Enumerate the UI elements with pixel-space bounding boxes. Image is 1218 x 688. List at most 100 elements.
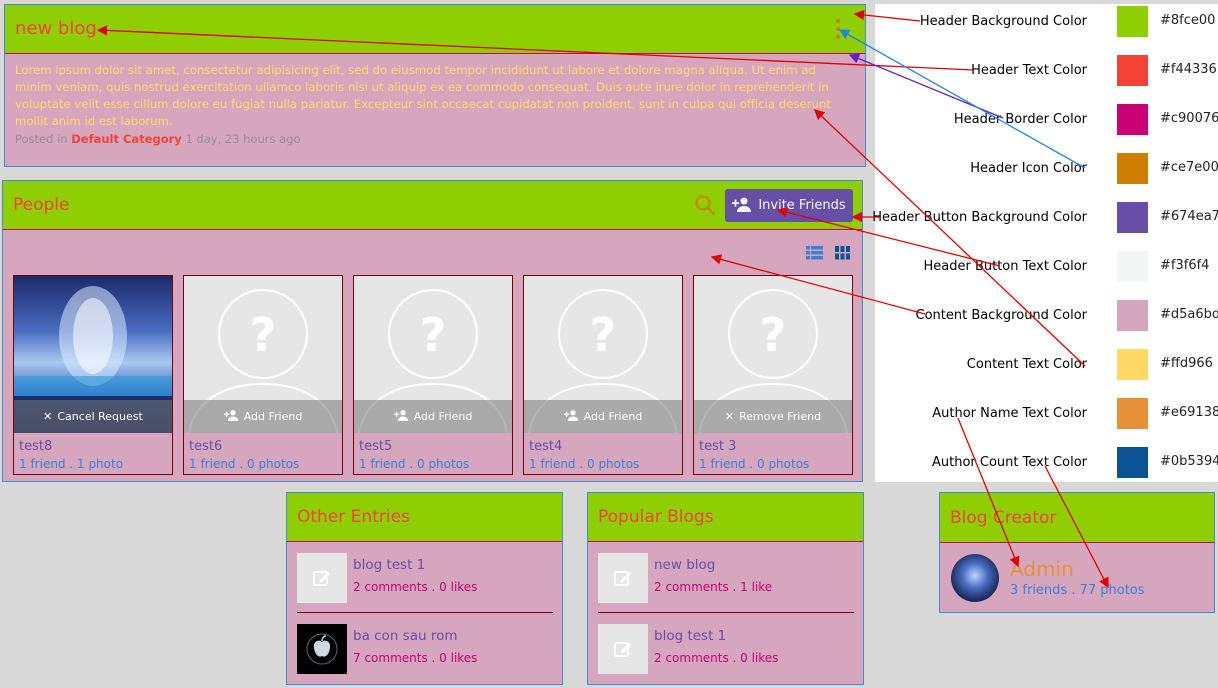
- entry-title[interactable]: ba con sau rom: [353, 628, 458, 644]
- entry-divider: [598, 612, 854, 613]
- search-icon[interactable]: [694, 194, 716, 220]
- edit-icon: [614, 571, 631, 586]
- entry-thumbnail[interactable]: [598, 624, 648, 674]
- blog-title[interactable]: new blog: [15, 18, 97, 39]
- person-name[interactable]: test6: [189, 439, 223, 454]
- entry-meta: 2 comments . 1 like: [654, 580, 773, 594]
- color-swatch: [1117, 6, 1148, 37]
- legend-label: Header Button Text Color: [923, 259, 1087, 274]
- grid-view-icon[interactable]: [835, 245, 850, 264]
- legend-hex: #674ea7: [1160, 209, 1218, 224]
- close-icon: ✕: [724, 410, 735, 423]
- card-action-label: Add Friend: [583, 410, 643, 423]
- people-panel: People Invite Friends: [2, 180, 863, 482]
- person-name[interactable]: test4: [529, 439, 563, 454]
- color-swatch: [1117, 153, 1148, 184]
- popular-blogs-title: Popular Blogs: [598, 507, 714, 527]
- entry-title[interactable]: new blog: [654, 557, 716, 573]
- avatar[interactable]: [951, 554, 999, 602]
- legend-label: Header Border Color: [953, 112, 1087, 127]
- posted-time: 1 day, 23 hours ago: [185, 132, 301, 146]
- legend-label: Content Background Color: [915, 308, 1087, 323]
- person-card[interactable]: ? Add Friend test6 1 friend . 0 photos: [183, 275, 343, 475]
- entry-item[interactable]: blog test 1 2 comments . 0 likes: [297, 553, 553, 605]
- more-options-icon[interactable]: [835, 19, 841, 39]
- entry-thumbnail[interactable]: [297, 553, 347, 603]
- person-count: 1 friend . 0 photos: [189, 457, 300, 471]
- invite-friends-button[interactable]: Invite Friends: [725, 189, 853, 222]
- add-friend-button[interactable]: Add Friend: [524, 400, 682, 433]
- color-swatch: [1117, 202, 1148, 233]
- remove-friend-button[interactable]: ✕ Remove Friend: [694, 400, 852, 433]
- color-swatch: [1117, 398, 1148, 429]
- author-name[interactable]: Admin: [1010, 557, 1074, 581]
- color-swatch: [1117, 300, 1148, 331]
- entry-thumbnail[interactable]: [598, 553, 648, 603]
- legend-row: Content Text Color #ffd966: [875, 347, 1218, 396]
- person-placeholder[interactable]: ? Add Friend: [524, 276, 682, 433]
- person-count: 1 friend . 0 photos: [529, 457, 640, 471]
- legend-row: Header Border Color #c90076: [875, 102, 1218, 151]
- list-view-icon[interactable]: [806, 245, 823, 264]
- person-card[interactable]: ? ✕ Remove Friend test 3 1 friend . 0 ph…: [693, 275, 853, 475]
- category-link[interactable]: Default Category: [71, 132, 182, 146]
- legend-row: Header Text Color #f44336: [875, 53, 1218, 102]
- legend-hex: #c90076: [1160, 111, 1218, 126]
- person-name[interactable]: test8: [19, 439, 53, 454]
- entry-item[interactable]: new blog 2 comments . 1 like: [598, 553, 854, 605]
- add-friend-button[interactable]: Add Friend: [184, 400, 342, 433]
- add-person-icon: [732, 196, 752, 216]
- entry-title[interactable]: blog test 1: [654, 628, 727, 644]
- svg-text:?: ?: [590, 308, 617, 362]
- legend-label: Header Text Color: [971, 63, 1087, 78]
- legend-hex: #e69138: [1160, 405, 1218, 420]
- person-name[interactable]: test5: [359, 439, 393, 454]
- color-swatch: [1117, 55, 1148, 86]
- entry-item[interactable]: blog test 1 2 comments . 0 likes: [598, 624, 854, 676]
- legend-label: Author Count Text Color: [931, 455, 1087, 470]
- blog-body-text: Lorem ipsum dolor sit amet, consectetur …: [15, 63, 831, 128]
- person-placeholder[interactable]: ? ✕ Remove Friend: [694, 276, 852, 433]
- card-action-label: Remove Friend: [739, 410, 822, 423]
- add-person-icon: [223, 409, 239, 424]
- blog-content: Lorem ipsum dolor sit amet, consectetur …: [5, 54, 865, 156]
- entry-item[interactable]: ba con sau rom 7 comments . 0 likes: [297, 624, 553, 676]
- legend-hex: #ce7e00: [1160, 160, 1218, 175]
- person-card[interactable]: ? Add Friend test4 1 friend . 0 photos: [523, 275, 683, 475]
- invite-friends-label: Invite Friends: [758, 198, 846, 213]
- cancel-request-button[interactable]: ✕ Cancel Request: [14, 400, 172, 433]
- other-entries-title: Other Entries: [297, 507, 410, 527]
- legend-hex: #f44336: [1160, 62, 1217, 77]
- person-name[interactable]: test 3: [699, 439, 737, 454]
- person-card[interactable]: ✕ Cancel Request test8 1 friend . 1 phot…: [13, 275, 173, 475]
- card-action-label: Add Friend: [413, 410, 473, 423]
- entry-title[interactable]: blog test 1: [353, 557, 426, 573]
- person-count: 1 friend . 0 photos: [699, 457, 810, 471]
- legend-label: Header Icon Color: [970, 161, 1087, 176]
- legend-hex: #8fce00: [1160, 13, 1216, 28]
- default-avatar-icon: ?: [528, 289, 678, 433]
- person-placeholder[interactable]: ? Add Friend: [354, 276, 512, 433]
- legend-label: Header Button Background Color: [872, 210, 1087, 225]
- person-count: 1 friend . 1 photo: [19, 457, 124, 471]
- popular-blogs-panel: Popular Blogs new blog 2 comments . 1 li…: [587, 492, 864, 685]
- people-title: People: [13, 195, 70, 215]
- add-friend-button[interactable]: Add Friend: [354, 400, 512, 433]
- legend-row: Header Icon Color #ce7e00: [875, 151, 1218, 200]
- card-action-label: Cancel Request: [57, 410, 143, 423]
- person-photo[interactable]: ✕ Cancel Request: [14, 276, 172, 433]
- blog-creator-panel: Blog Creator Admin 3 friends . 77 photos: [939, 492, 1215, 613]
- author-count: 3 friends . 77 photos: [1010, 583, 1145, 598]
- entry-divider: [297, 612, 553, 613]
- entry-meta: 2 comments . 0 likes: [353, 580, 478, 594]
- svg-text:?: ?: [420, 308, 447, 362]
- person-placeholder[interactable]: ? Add Friend: [184, 276, 342, 433]
- legend-hex: #f3f6f4: [1160, 258, 1210, 273]
- person-card[interactable]: ? Add Friend test5 1 friend . 0 photos: [353, 275, 513, 475]
- blog-posted-info: Posted in Default Category 1 day, 23 hou…: [15, 131, 855, 148]
- legend-label: Content Text Color: [966, 357, 1087, 372]
- entry-thumbnail[interactable]: [297, 624, 347, 674]
- entry-meta: 2 comments . 0 likes: [654, 651, 779, 665]
- legend-hex: #ffd966: [1160, 356, 1213, 371]
- blog-creator-header: Blog Creator: [940, 493, 1214, 543]
